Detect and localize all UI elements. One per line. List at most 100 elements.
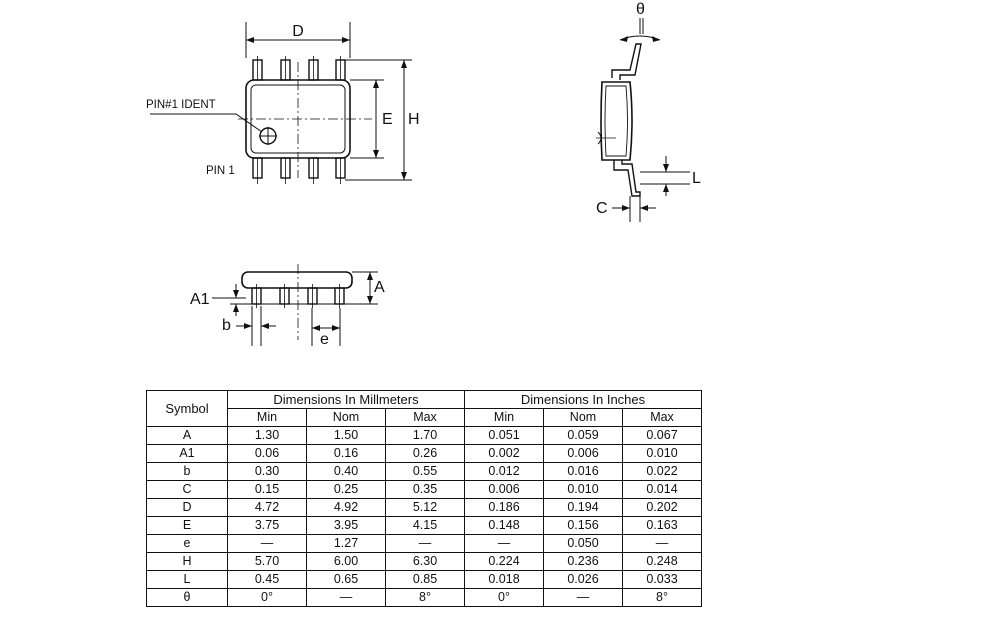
value-cell: 0.55 — [385, 462, 465, 481]
sub-header: Min — [227, 408, 307, 427]
dim-C-label: C — [596, 200, 608, 217]
symbol-cell: D — [146, 498, 228, 517]
value-cell: 0.026 — [543, 570, 623, 589]
value-cell: 1.50 — [306, 426, 386, 445]
value-cell: 0.010 — [543, 480, 623, 499]
value-cell: 0.012 — [464, 462, 544, 481]
top-view — [150, 22, 412, 184]
symbol-cell: e — [146, 534, 228, 553]
value-cell: 0.35 — [385, 480, 465, 499]
value-cell: 0° — [227, 588, 307, 607]
value-cell: 0.014 — [622, 480, 702, 499]
value-cell: 1.70 — [385, 426, 465, 445]
dim-A1-label: A1 — [190, 291, 210, 308]
symbol-cell: A — [146, 426, 228, 445]
value-cell: 0.059 — [543, 426, 623, 445]
value-cell: 0.022 — [622, 462, 702, 481]
table-sub-header-row: Min Nom Max Min Nom Max — [147, 408, 702, 427]
value-cell: 0.016 — [543, 462, 623, 481]
value-cell: 0.194 — [543, 498, 623, 517]
value-cell: 8° — [622, 588, 702, 607]
value-cell: — — [543, 588, 623, 607]
value-cell: — — [622, 534, 702, 553]
value-cell: 0.85 — [385, 570, 465, 589]
value-cell: — — [385, 534, 465, 553]
value-cell: 0.018 — [464, 570, 544, 589]
value-cell: 0.202 — [622, 498, 702, 517]
value-cell: 0.65 — [306, 570, 386, 589]
symbol-header: Symbol — [146, 390, 228, 427]
symbol-cell: L — [146, 570, 228, 589]
dim-H-label: H — [408, 111, 420, 128]
value-cell: 0.006 — [543, 444, 623, 463]
table-group-header-row: Symbol Dimensions In Millmeters Dimensio… — [146, 390, 702, 427]
value-cell: 0.248 — [622, 552, 702, 571]
value-cell: 0.26 — [385, 444, 465, 463]
value-cell: 0.033 — [622, 570, 702, 589]
value-cell: 0.186 — [464, 498, 544, 517]
value-cell: 6.30 — [385, 552, 465, 571]
value-cell: 0.163 — [622, 516, 702, 535]
value-cell: 0.16 — [306, 444, 386, 463]
value-cell: 5.12 — [385, 498, 465, 517]
value-cell: 5.70 — [227, 552, 307, 571]
value-cell: 0.148 — [464, 516, 544, 535]
value-cell: 6.00 — [306, 552, 386, 571]
value-cell: 3.95 — [306, 516, 386, 535]
value-cell: — — [306, 588, 386, 607]
inch-group-header: Dimensions In Inches — [464, 390, 702, 409]
value-cell: 0.050 — [543, 534, 623, 553]
value-cell: 1.27 — [306, 534, 386, 553]
value-cell: 0.002 — [464, 444, 544, 463]
pin1-label: PIN 1 — [206, 165, 235, 177]
side-view — [596, 18, 690, 222]
symbol-cell: A1 — [146, 444, 228, 463]
value-cell: 0.25 — [306, 480, 386, 499]
value-cell: 0.156 — [543, 516, 623, 535]
value-cell: 0° — [464, 588, 544, 607]
symbol-cell: b — [146, 462, 228, 481]
dim-A-label: A — [374, 279, 385, 296]
dim-L-label: L — [692, 170, 701, 187]
symbol-cell: θ — [146, 588, 228, 607]
sub-header: Max — [622, 408, 702, 427]
value-cell: 0.30 — [227, 462, 307, 481]
value-cell: — — [464, 534, 544, 553]
value-cell: 0.067 — [622, 426, 702, 445]
sub-header: Max — [385, 408, 465, 427]
sub-header: Nom — [306, 408, 386, 427]
sub-header: Min — [464, 408, 544, 427]
table-row: e—1.27——0.050— — [146, 534, 702, 553]
dim-theta-label: θ — [636, 1, 645, 18]
value-cell: 0.224 — [464, 552, 544, 571]
value-cell: 0.051 — [464, 426, 544, 445]
value-cell: 3.75 — [227, 516, 307, 535]
package-outline-drawing: D E H PIN#1 IDENT PIN 1 θ L — [146, 1, 701, 348]
mm-group-header: Dimensions In Millmeters — [227, 390, 465, 409]
value-cell: 0.236 — [543, 552, 623, 571]
value-cell: 0.010 — [622, 444, 702, 463]
dimensions-table: Symbol Dimensions In Millmeters Dimensio… — [146, 390, 702, 607]
value-cell: 8° — [385, 588, 465, 607]
value-cell: 4.72 — [227, 498, 307, 517]
sub-header: Nom — [543, 408, 623, 427]
value-cell: 1.30 — [227, 426, 307, 445]
value-cell: 4.15 — [385, 516, 465, 535]
value-cell: 0.45 — [227, 570, 307, 589]
symbol-cell: C — [146, 480, 228, 499]
value-cell: 4.92 — [306, 498, 386, 517]
value-cell: 0.006 — [464, 480, 544, 499]
dim-D-label: D — [292, 23, 304, 40]
dim-E-label: E — [382, 111, 393, 128]
value-cell: 0.15 — [227, 480, 307, 499]
value-cell: — — [227, 534, 307, 553]
